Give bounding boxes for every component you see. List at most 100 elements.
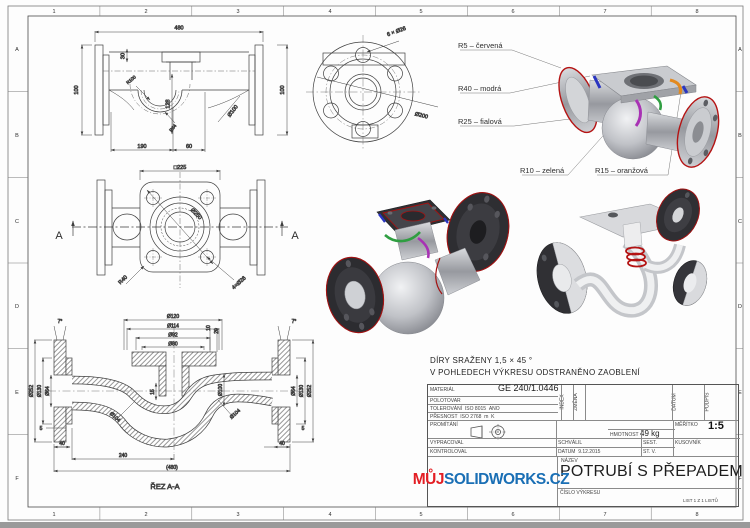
blue-fillet <box>443 217 449 224</box>
zone-row-label: A <box>738 47 742 53</box>
schvalil-label: SCHVÁLIL <box>556 438 643 446</box>
drawing-notes: DÍRY SRAŽENY 1,5 × 45 ° V POHLEDECH VÝKR… <box>430 355 640 379</box>
legend-item: R5 – červená <box>458 41 503 50</box>
zone-col-label: 8 <box>695 9 698 15</box>
blue-fillet <box>592 75 602 89</box>
material-value: GE 240/1.0446 <box>498 383 559 393</box>
tolerovani-value: ISO 8015 <box>464 406 487 412</box>
dim: 240 <box>119 453 128 459</box>
iso-cutaway-view <box>536 188 708 318</box>
gasket-rings <box>625 246 647 268</box>
zone-row-label: C <box>738 219 742 225</box>
zone-labels: 1 2 3 4 5 6 7 8 1 2 3 4 5 6 7 8 A B C D … <box>15 9 742 518</box>
zone-col-label: 1 <box>52 512 55 518</box>
dim: Ø64 <box>45 386 51 396</box>
dim-b1: 190 <box>137 144 146 150</box>
datum-value: 9.12.2015 <box>578 449 601 455</box>
blue-fillet <box>378 213 386 223</box>
kusovnik-label: KUSOVNÍK <box>673 438 740 446</box>
front-view: 480 100 100 30 128 190 60 Ø100 R100 R64 <box>74 25 289 152</box>
meritko-label: MĚŘÍTKO <box>675 422 698 428</box>
zone-row-label: D <box>15 304 19 310</box>
orange-fillet <box>669 78 683 95</box>
zone-row-label: E <box>15 390 19 396</box>
presnost-value: ISO 2768 <box>460 414 482 420</box>
hmotnost-value: 49 kg <box>640 429 660 438</box>
dim: 5 <box>302 426 305 432</box>
kontroloval-label: KONTROLOVAL <box>428 447 558 455</box>
dim: (480) <box>166 465 178 471</box>
presnost-label: PŘESNOST <box>430 414 458 420</box>
legend-item: R40 – modrá <box>458 84 502 93</box>
blue-fillet <box>681 85 689 94</box>
zone-col-label: 4 <box>328 512 331 518</box>
dim: Ø130 <box>299 385 305 397</box>
cislo-vykresu-label: ČÍSLO VÝKRESU <box>557 488 741 496</box>
dim-height-left: 100 <box>74 85 80 94</box>
zone-row-label: F <box>15 476 19 482</box>
dim: Ø104 <box>229 408 242 421</box>
dim-corner-r: R40 <box>118 275 129 286</box>
hmotnost-label: HMOTNOST <box>610 432 639 438</box>
dim-height-right: 100 <box>280 85 286 94</box>
datum-label: DATUM <box>558 449 576 455</box>
dim: Ø80 <box>168 342 178 348</box>
flange-view: 6 × Ø26 Ø200 <box>306 26 439 151</box>
dim: 20 <box>214 328 220 334</box>
iso-view-2 <box>325 192 510 335</box>
vypracoval-label: VYPRACOVAL <box>428 438 558 446</box>
dim-r2: R64 <box>168 123 177 133</box>
section-letter-right: A <box>291 230 299 242</box>
zone-col-label: 8 <box>695 512 698 518</box>
zone-col-label: 6 <box>511 512 514 518</box>
tolerovani-value2: ANO <box>488 406 500 412</box>
legend-item: R25 – fialová <box>458 117 503 126</box>
zone-row-label: C <box>15 219 19 225</box>
dim-holes: 6 × Ø26 <box>386 26 407 38</box>
tolerovani-label: TOLEROVÁNÍ <box>430 406 463 412</box>
plate <box>376 199 451 234</box>
zone-row-label: E <box>738 390 742 396</box>
dim: Ø92 <box>168 333 178 339</box>
bolt-holes <box>323 47 403 137</box>
zone-row-label: B <box>15 133 19 139</box>
legend-item: R10 – zelená <box>520 166 565 175</box>
iso-view-legend: R5 – červená R40 – modrá R25 – fialová R… <box>458 41 720 176</box>
dim: 7° <box>58 319 63 325</box>
presnost-k: K <box>491 414 495 420</box>
dim: Ø252 <box>307 385 313 397</box>
zone-col-label: 6 <box>511 9 514 15</box>
zone-col-label: 5 <box>419 9 422 15</box>
dim-holes: 4×Ø26 <box>231 275 247 291</box>
purple-fillet <box>417 236 430 259</box>
dim-mid: 128 <box>166 99 172 108</box>
stv-label: ST. V. <box>641 447 675 455</box>
zone-col-label: 2 <box>144 512 147 518</box>
dim-diag: Ø250 <box>189 207 203 221</box>
zone-col-label: 7 <box>603 512 606 518</box>
note-line-2: V POHLEDECH VÝKRESU ODSTRANĚNO ZAOBLENÍ <box>430 368 640 377</box>
dim: 40 <box>59 441 65 447</box>
sest-label: SEST. <box>641 438 675 446</box>
zone-row-label: A <box>15 47 19 53</box>
list-label: LIST 1 Z 1 LISTŮ <box>683 498 718 503</box>
dim-pipe: Ø100 <box>227 104 240 118</box>
bottom-gray-strip <box>0 522 750 528</box>
promitani-label: PROMÍTÁNÍ <box>430 422 458 428</box>
dim: 5 <box>40 426 43 432</box>
podpis-col-label: PODPIS <box>704 392 711 412</box>
dim: 15 <box>150 389 156 395</box>
right-cut-flange <box>672 260 708 306</box>
zone-row-label: F <box>738 476 742 482</box>
zone-col-label: 7 <box>603 9 606 15</box>
zone-col-label: 1 <box>52 9 55 15</box>
dim-offset: 30 <box>121 53 127 59</box>
zone-col-label: 3 <box>236 512 239 518</box>
meritko-value: 1:5 <box>708 420 724 432</box>
zone-col-label: 5 <box>419 512 422 518</box>
zone-col-label: 2 <box>144 9 147 15</box>
material-label: MATERIÁL <box>430 387 455 393</box>
dim-b2: 60 <box>186 144 192 150</box>
top-view: □225 Ø250 R40 4×Ø26 A A <box>55 165 299 292</box>
